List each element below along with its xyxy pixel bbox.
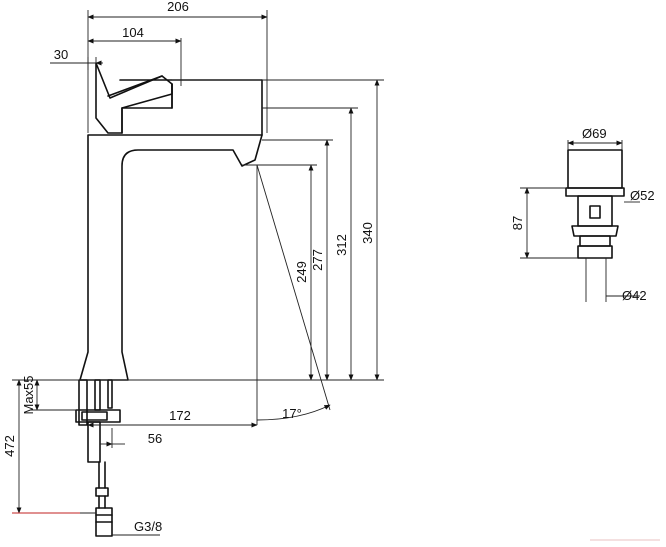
pop-up-waste (520, 140, 640, 302)
dim-angle: 17° (282, 406, 302, 421)
waste-cap-diameter: Ø69 (582, 126, 607, 141)
base-fittings (75, 379, 121, 537)
dim-height-spout-underside: 277 (310, 249, 325, 271)
waste-height: 87 (510, 216, 525, 230)
dim-hose-length: 472 (2, 435, 17, 457)
dim-spout-projection: 172 (169, 408, 191, 423)
waste-flange-diameter: Ø52 (630, 188, 655, 203)
dim-thread: G3/8 (134, 519, 162, 534)
faucet-outline (79, 62, 263, 381)
dim-height-spout-top: 312 (334, 234, 349, 256)
dim-lever-offset: 30 (54, 47, 68, 62)
dimension-lines (12, 10, 384, 536)
dim-base-width: 56 (148, 431, 162, 446)
waste-body-diameter: Ø42 (622, 288, 647, 303)
dim-total-width: 206 (167, 0, 189, 14)
dim-height-outlet: 249 (294, 261, 309, 283)
dim-max-deck: Max55 (21, 375, 36, 414)
dim-height-total: 340 (360, 222, 375, 244)
dim-lever-reach: 104 (122, 25, 144, 40)
